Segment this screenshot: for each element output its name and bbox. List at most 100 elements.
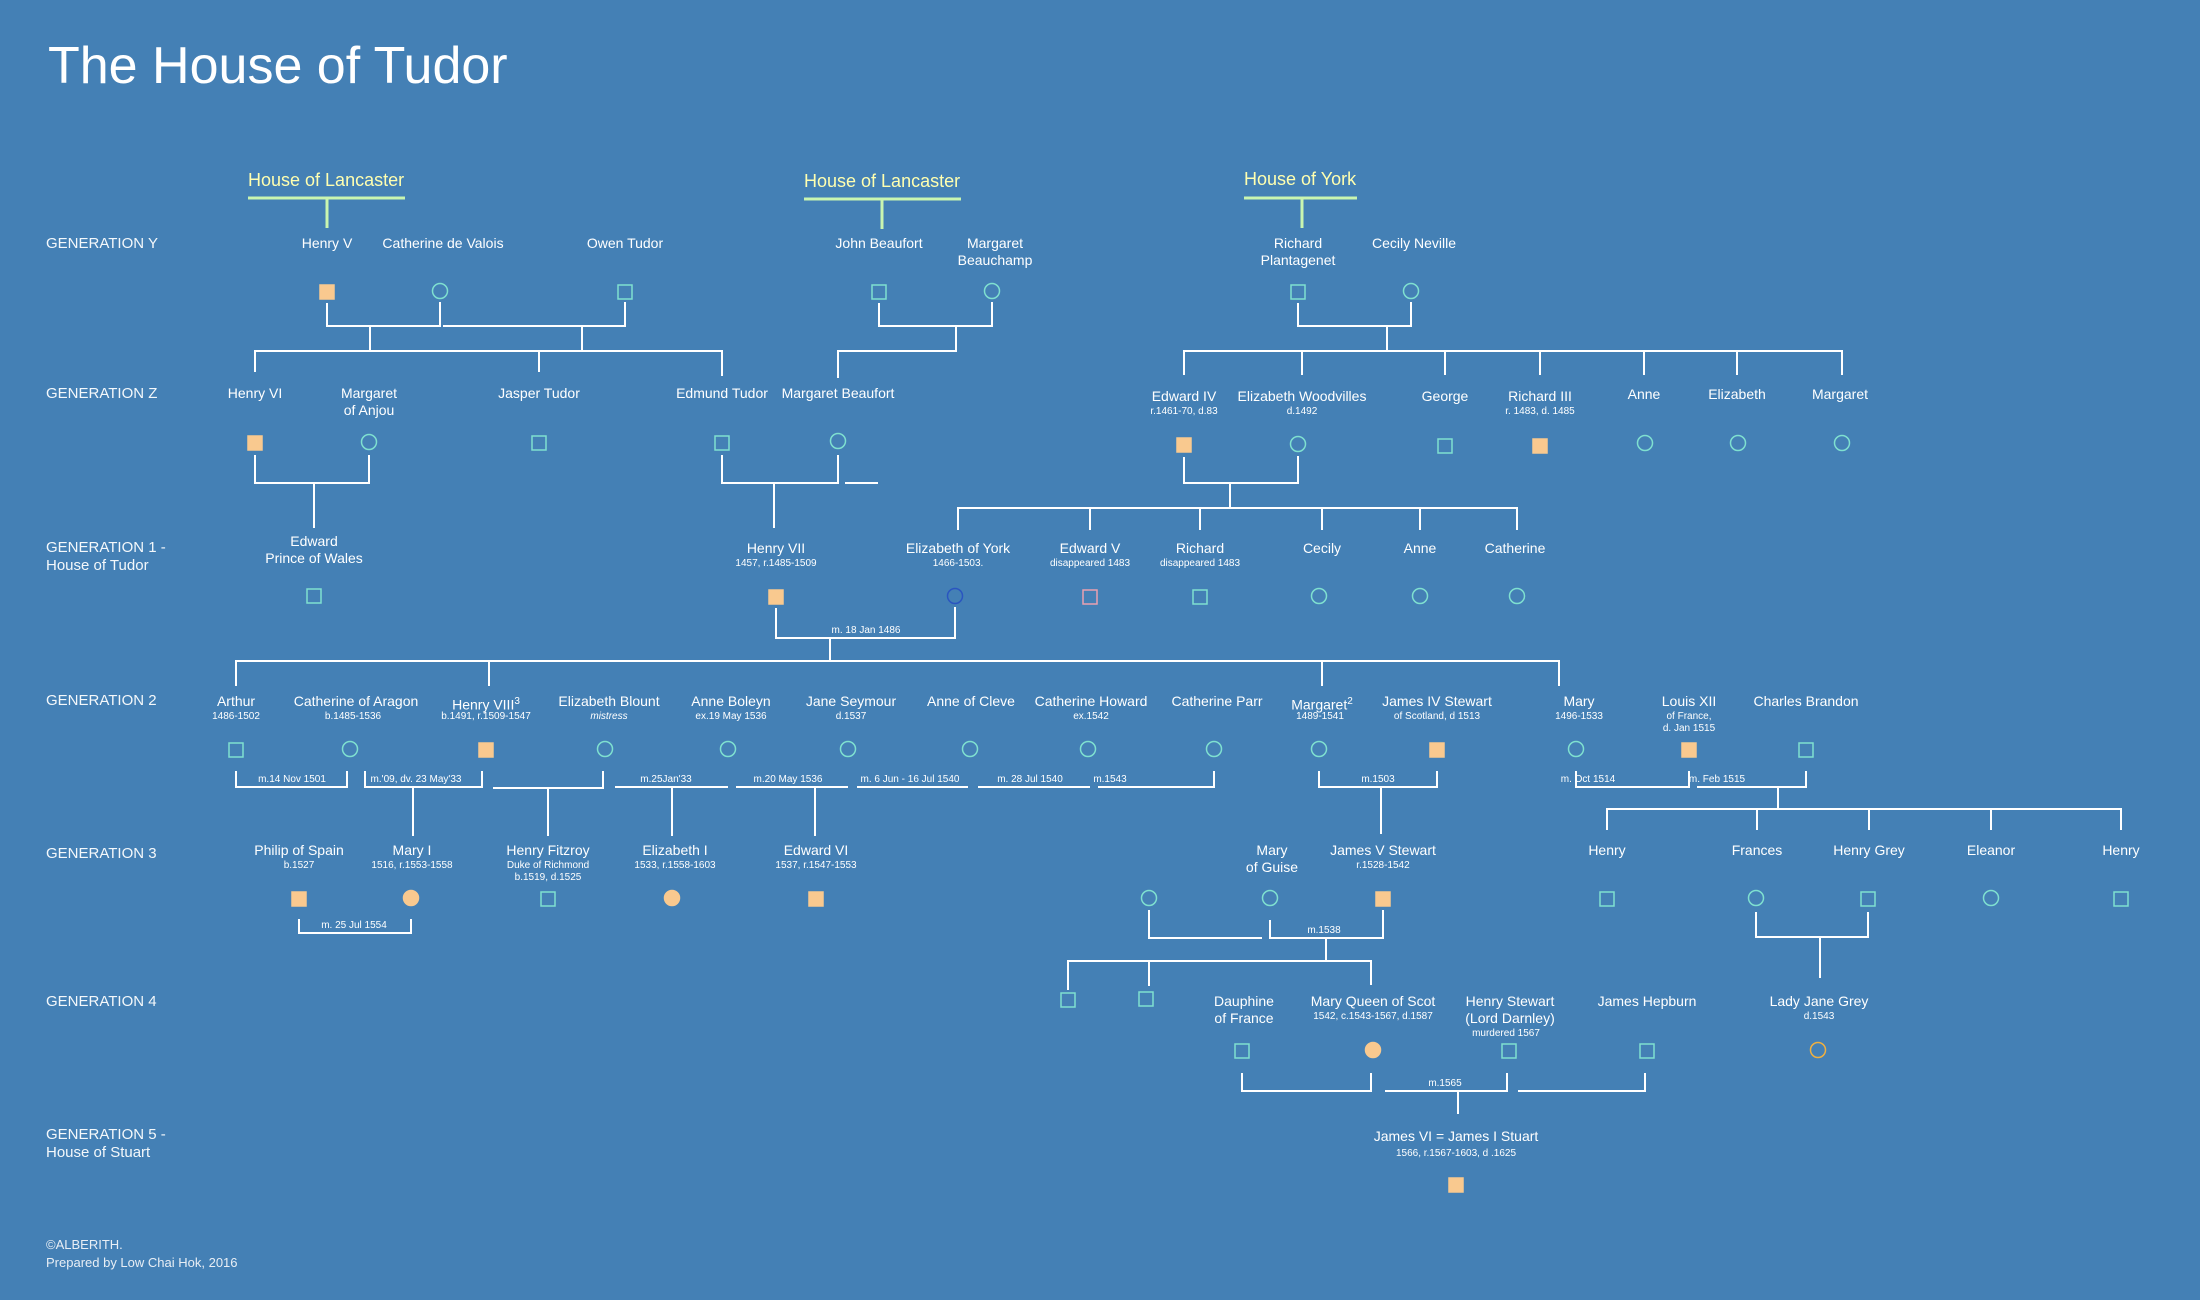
edmund-tudor-symbol: [714, 435, 730, 451]
connector-line-12: [878, 302, 993, 327]
margaret-tudor-symbol: [1310, 740, 1328, 758]
page-title: The House of Tudor: [48, 37, 508, 95]
henry-viii-symbol: [478, 742, 494, 758]
philip-of-spain-symbol: [291, 891, 307, 907]
cecily-symbol: [1310, 587, 1328, 605]
elizabeth-blount-symbol: [596, 740, 614, 758]
connector-line-14: [1297, 302, 1412, 327]
anne-york-symbol: [1636, 434, 1654, 452]
connector-line-22: [254, 455, 370, 484]
person-edward-iv: Edward IV: [1151, 388, 1217, 404]
connector-line-56: [1606, 808, 2122, 830]
charles-brandon-symbol: [1798, 742, 1814, 758]
jane-seymour-symbol: [839, 740, 857, 758]
person-henry-grey: Henry Grey: [1833, 842, 1905, 858]
marriage-label-1543: m.1543: [1093, 774, 1127, 785]
unnamed-child-1-symbol: [1060, 992, 1076, 1008]
margaret-of-anjou-symbol: [360, 433, 378, 451]
person-henry-brandon-1: Henry: [1588, 842, 1626, 858]
mary-of-guise-symbol: [1261, 889, 1279, 907]
catherine-of-aragon-dates: b.1485-1536: [324, 711, 382, 722]
edward-vi-symbol: [808, 891, 824, 907]
mary-queen-of-scot-dates: 1542, c.1543-1567, d.1587: [1313, 1011, 1433, 1022]
house-lancaster-label-2: House of Lancaster: [804, 171, 961, 191]
generation-5-line-2: House of Stuart: [46, 1144, 151, 1161]
mary-guise-line-2: of Guise: [1245, 859, 1299, 875]
unnamed-child-2-symbol: [1138, 991, 1154, 1007]
person-margaret-beauchamp: Margaret Beauchamp: [958, 235, 1033, 269]
james-v-stewart-symbol: [1375, 891, 1391, 907]
elizabeth-of-york-dates: 1466-1503.: [932, 558, 984, 569]
catherine-of-aragon-symbol: [341, 740, 359, 758]
margaret-anjou-line-1: Margaret: [340, 385, 398, 401]
louis-xii-symbol: [1681, 742, 1697, 758]
person-edward-v: Edward V: [1059, 540, 1121, 556]
connector-line-16: [1183, 350, 1843, 375]
person-henry-stewart-darnley: Henry Stewart (Lord Darnley): [1465, 993, 1554, 1027]
unnamed-spouse-symbol: [1140, 889, 1158, 907]
mary-guise-line-1: Mary: [1256, 842, 1288, 858]
edward-prince-of-wales-symbol: [306, 588, 322, 604]
generation-1-label: GENERATION 1 - House of Tudor: [46, 539, 166, 575]
person-dauphine-of-france: Dauphine of France: [1214, 993, 1274, 1027]
generation-2-label: GENERATION 2: [46, 692, 157, 709]
connector-line-39: [235, 771, 348, 788]
connector-line-68: [1241, 1073, 1372, 1092]
person-anne-york: Anne: [1627, 386, 1661, 402]
dauphine-of-france-symbol: [1234, 1043, 1250, 1059]
henry-fitzroy-line-2: b.1519, d.1525: [514, 872, 582, 883]
elizabeth-of-york-symbol: [946, 587, 964, 605]
henry-vii-dates: 1457, r.1485-1509: [735, 558, 817, 569]
henry-fitzroy-line-1: Duke of Richmond: [506, 860, 590, 871]
person-henry-v: Henry V: [301, 235, 353, 251]
edward-iv-dates: r.1461-70, d.83: [1150, 406, 1218, 417]
henry-viii-name: Henry VIII: [452, 696, 515, 713]
marriage-label-1540a: m. 6 Jun - 16 Jul 1540: [860, 774, 960, 785]
generation-4-label: GENERATION 4: [46, 993, 157, 1010]
edward-wales-line-2: Prince of Wales: [265, 550, 363, 566]
lady-jane-grey-dates: d.1543: [1803, 1011, 1835, 1022]
james-v-dates: r.1528-1542: [1356, 860, 1410, 871]
henry-vi-symbol: [247, 435, 263, 451]
person-james-iv-stewart: James IV Stewart: [1382, 693, 1492, 709]
richard-plantagenet-line-2: Plantagenet: [1260, 252, 1336, 268]
person-edmund-tudor: Edmund Tudor: [676, 385, 768, 401]
person-owen-tudor: Owen Tudor: [586, 235, 664, 251]
person-cecily-neville: Cecily Neville: [1371, 235, 1457, 251]
henry-fitzroy-dates: Duke of Richmond b.1519, d.1525: [507, 860, 589, 884]
margaret-beauchamp-symbol: [983, 282, 1001, 300]
louis-xii-dates: of France, d. Jan 1515: [1663, 711, 1715, 735]
marriage-label-1533: m.25Jan'33: [640, 774, 692, 785]
lady-jane-grey-symbol: [1809, 1041, 1827, 1059]
person-elizabeth-woodvilles: Elizabeth Woodvilles: [1237, 388, 1367, 404]
catherine-howard-symbol: [1079, 740, 1097, 758]
generation-y-label: GENERATION Y: [46, 235, 158, 252]
connector-line-34: [775, 607, 956, 639]
person-richard-plantagenet: Richard Plantagenet: [1261, 235, 1336, 269]
richard-duke-symbol: [1192, 589, 1208, 605]
house-lancaster-label-1: House of Lancaster: [248, 170, 405, 190]
marriage-label-1514: m. Oct 1514: [1560, 774, 1616, 785]
richard-plantagenet-line-1: Richard: [1273, 235, 1323, 251]
margaret-york-symbol: [1833, 434, 1851, 452]
person-mary-tudor: Mary: [1563, 693, 1595, 709]
person-mary-of-guise: Mary of Guise: [1246, 842, 1298, 876]
person-mary-queen-of-scot: Mary Queen of Scot: [1310, 993, 1436, 1009]
marriage-label-1538: m.1538: [1307, 925, 1341, 936]
elizabeth-woodvilles-symbol: [1289, 435, 1307, 453]
margaret-beaufort-symbol: [829, 432, 847, 450]
person-louis-xii: Louis XII: [1661, 693, 1717, 709]
anne-boleyn-dates: ex.19 May 1536: [695, 711, 767, 722]
person-henry-vi: Henry VI: [227, 385, 283, 401]
person-elizabeth-of-york: Elizabeth of York: [905, 540, 1011, 556]
person-charles-brandon: Charles Brandon: [1753, 693, 1859, 709]
connector-line-54: [1697, 771, 1807, 788]
henry-brandon-1-symbol: [1599, 891, 1615, 907]
edward-v-symbol: [1082, 589, 1098, 605]
henry-vii-symbol: [768, 589, 784, 605]
margaret-tudor-dates: 1489-1541: [1296, 711, 1344, 722]
person-richard-duke: Richard: [1175, 540, 1225, 556]
frances-brandon-symbol: [1747, 889, 1765, 907]
margaret-tudor-superscript: 2: [1347, 696, 1353, 707]
